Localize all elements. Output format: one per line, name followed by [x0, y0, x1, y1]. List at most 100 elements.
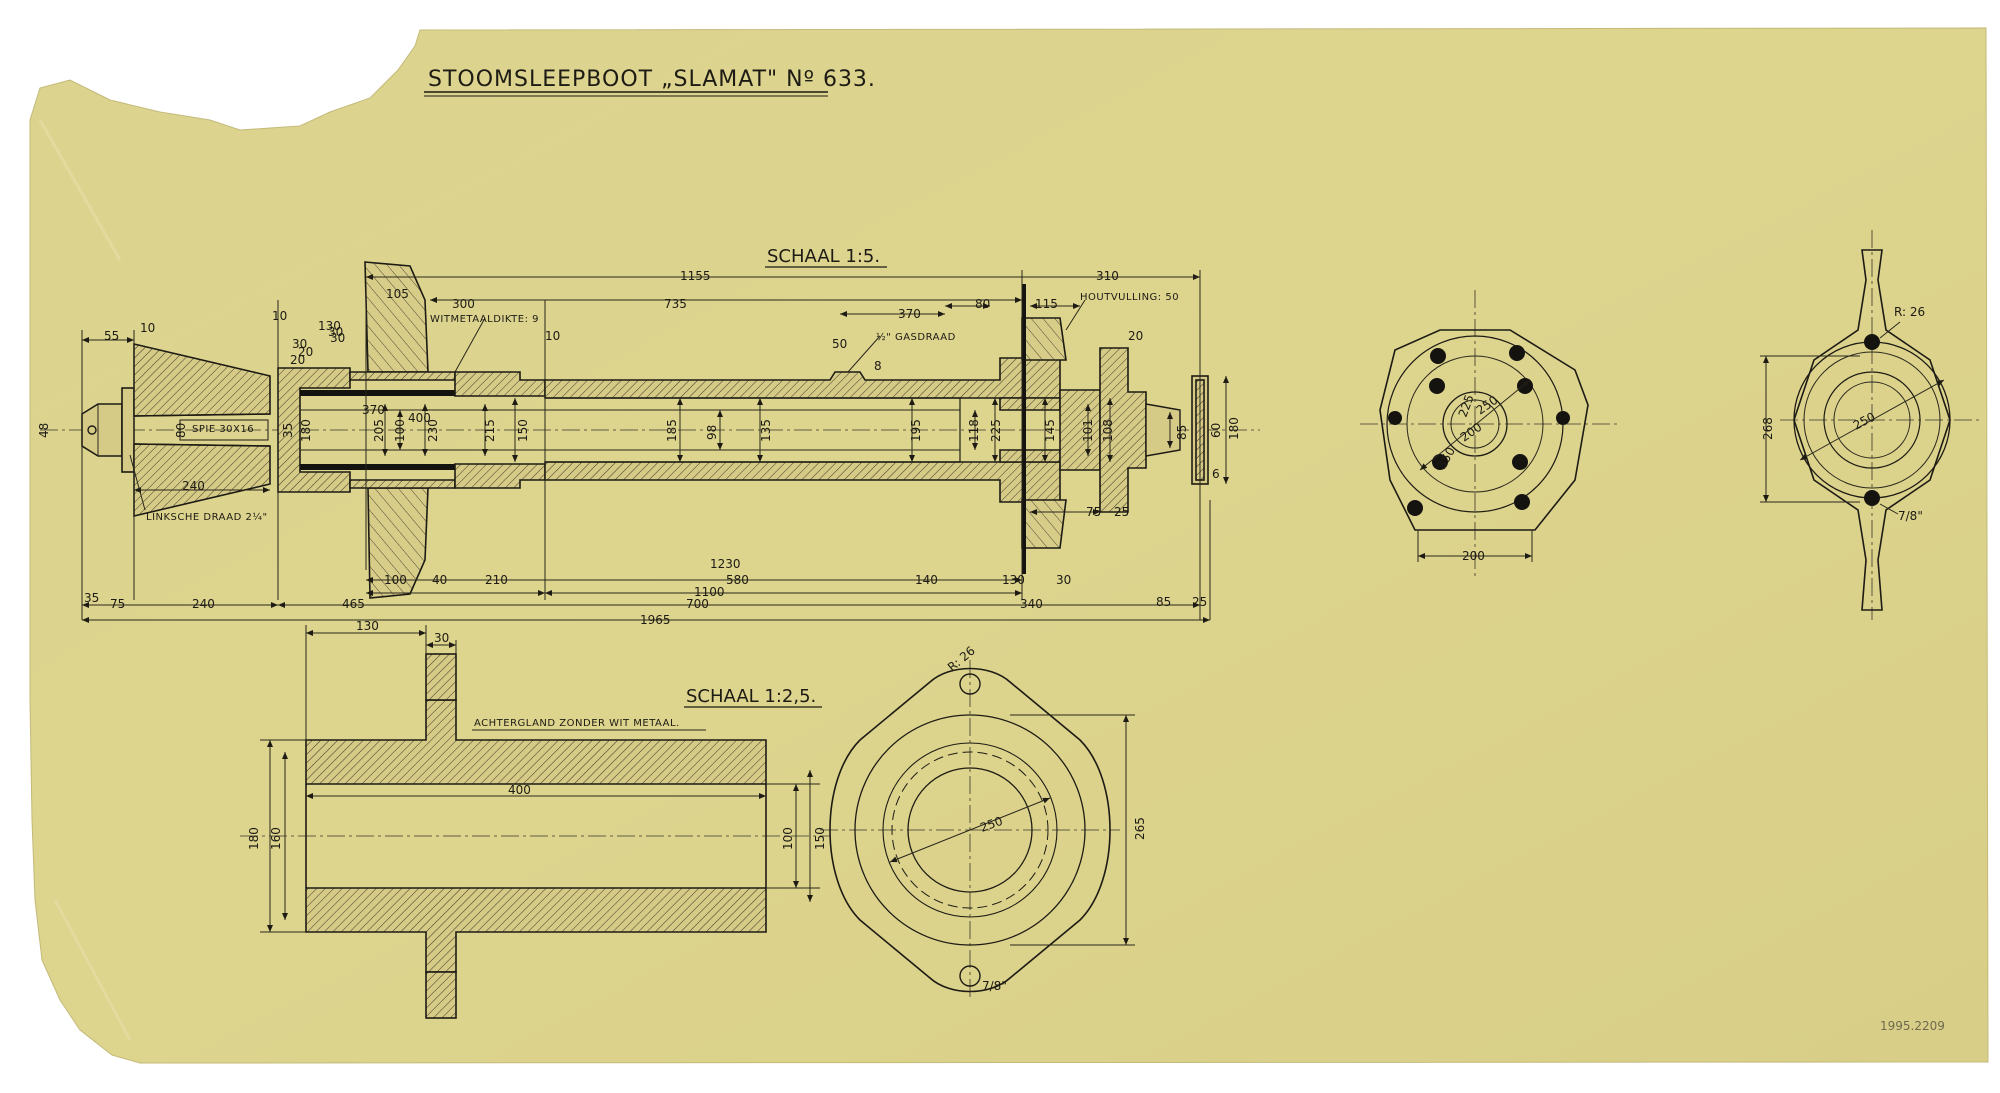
svg-text:160: 160 [269, 827, 283, 850]
svg-text:268: 268 [1761, 417, 1775, 440]
svg-text:215: 215 [483, 419, 497, 442]
shaft-section [40, 261, 1260, 623]
svg-text:48: 48 [37, 423, 51, 438]
svg-text:310: 310 [1096, 269, 1119, 283]
drawing-title: STOOMSLEEPBOOT „SLAMAT" Nº 633. [424, 67, 875, 97]
svg-text:400: 400 [508, 783, 531, 797]
svg-text:80: 80 [975, 297, 990, 311]
svg-text:400: 400 [408, 411, 431, 425]
svg-text:735: 735 [664, 297, 687, 311]
svg-text:20: 20 [290, 353, 305, 367]
svg-text:230: 230 [426, 419, 440, 442]
svg-text:108: 108 [1101, 419, 1115, 442]
svg-text:30: 30 [434, 631, 449, 645]
shaft-dims-top: 55 10 10 130 30 30 20 105 300 1155 735 3… [104, 269, 1143, 373]
svg-text:105: 105 [386, 287, 409, 301]
svg-text:130: 130 [1002, 573, 1025, 587]
svg-text:25: 25 [1114, 505, 1129, 519]
shaft-dims-inner: 48 80 240 35 370 400 180 205 100 230 215… [37, 403, 1241, 519]
paper-crease [38, 119, 132, 1041]
svg-text:60: 60 [1209, 423, 1223, 438]
svg-text:35: 35 [84, 591, 99, 605]
archive-number: 1995.2209 [1880, 1019, 1945, 1033]
shaft-dims-bottom: 100 40 210 1230 580 140 130 30 1100 35 7… [84, 557, 1207, 627]
svg-text:370: 370 [898, 307, 921, 321]
svg-text:40: 40 [432, 573, 447, 587]
svg-text:1230: 1230 [710, 557, 741, 571]
svg-text:35: 35 [281, 423, 295, 438]
svg-text:8: 8 [874, 359, 882, 373]
svg-text:80: 80 [174, 423, 188, 438]
label-houtvulling: HOUTVULLING: 50 [1080, 292, 1179, 303]
svg-text:75: 75 [1086, 505, 1101, 519]
svg-text:85: 85 [1156, 595, 1171, 609]
svg-text:145: 145 [1043, 419, 1057, 442]
svg-text:340: 340 [1020, 597, 1043, 611]
shaft-annotations: WITMETAALDIKTE: 9 ½" GASDRAAD HOUTVULLIN… [146, 292, 1179, 523]
svg-text:1965: 1965 [640, 613, 671, 627]
label-linksche: LINKSCHE DRAAD 2¼" [146, 511, 268, 523]
svg-text:115: 115 [1035, 297, 1058, 311]
svg-text:10: 10 [272, 309, 287, 323]
svg-text:225: 225 [989, 419, 1003, 442]
svg-text:185: 185 [665, 419, 679, 442]
svg-text:30: 30 [292, 337, 307, 351]
svg-text:465: 465 [342, 597, 365, 611]
svg-text:180: 180 [299, 419, 313, 442]
svg-text:7/8": 7/8" [982, 979, 1007, 993]
svg-text:6: 6 [1212, 467, 1220, 481]
paper-sheet [29, 27, 1989, 1064]
svg-text:10: 10 [545, 329, 560, 343]
svg-text:7/8": 7/8" [1898, 509, 1923, 523]
label-witmetaal: WITMETAALDIKTE: 9 [430, 314, 539, 325]
svg-text:20: 20 [298, 345, 313, 359]
svg-text:75: 75 [110, 597, 125, 611]
svg-text:135: 135 [759, 419, 773, 442]
svg-text:700: 700 [686, 597, 709, 611]
svg-text:50: 50 [832, 337, 847, 351]
flange-end-view: 250 200 350 200 225 [1360, 290, 1620, 580]
svg-text:140: 140 [915, 573, 938, 587]
svg-text:265: 265 [1133, 817, 1147, 840]
svg-text:210: 210 [485, 573, 508, 587]
svg-text:30: 30 [1056, 573, 1071, 587]
svg-text:150: 150 [813, 827, 827, 850]
label-gasdraad: ½" GASDRAAD [876, 331, 956, 343]
svg-text:SCHAAL 1:5.: SCHAAL 1:5. [767, 246, 880, 267]
svg-text:98: 98 [705, 425, 719, 440]
svg-text:180: 180 [247, 827, 261, 850]
svg-text:55: 55 [104, 329, 119, 343]
svg-text:240: 240 [192, 597, 215, 611]
svg-text:150: 150 [516, 419, 530, 442]
svg-text:100: 100 [781, 827, 795, 850]
svg-text:100: 100 [384, 573, 407, 587]
svg-text:240: 240 [182, 479, 205, 493]
svg-text:200: 200 [1462, 549, 1485, 563]
svg-text:195: 195 [909, 419, 923, 442]
gland-section: 130 30 400 180 160 100 150 ACHTERGLAND Z… [240, 619, 830, 1019]
svg-text:10: 10 [140, 321, 155, 335]
svg-text:118: 118 [967, 419, 981, 442]
svg-text:580: 580 [726, 573, 749, 587]
svg-text:101: 101 [1081, 419, 1095, 442]
svg-text:1100: 1100 [694, 585, 725, 599]
svg-text:370: 370 [362, 403, 385, 417]
svg-text:130: 130 [318, 319, 341, 333]
svg-text:20: 20 [1128, 329, 1143, 343]
svg-text:30: 30 [330, 331, 345, 345]
svg-text:SCHAAL 1:2,5.: SCHAAL 1:2,5. [686, 686, 816, 707]
svg-text:1155: 1155 [680, 269, 711, 283]
svg-text:180: 180 [1227, 417, 1241, 440]
scale-label-upper: SCHAAL 1:5. [765, 246, 887, 268]
svg-text:85: 85 [1175, 425, 1189, 440]
svg-text:R: 26: R: 26 [1894, 305, 1925, 319]
svg-text:205: 205 [372, 419, 386, 442]
svg-text:100: 100 [393, 419, 407, 442]
svg-text:130: 130 [356, 619, 379, 633]
label-spie: SPIE 30X16 [192, 424, 254, 435]
svg-text:30: 30 [328, 325, 343, 339]
svg-text:300: 300 [452, 297, 475, 311]
label-achtergland: ACHTERGLAND ZONDER WIT METAAL. [474, 718, 680, 729]
